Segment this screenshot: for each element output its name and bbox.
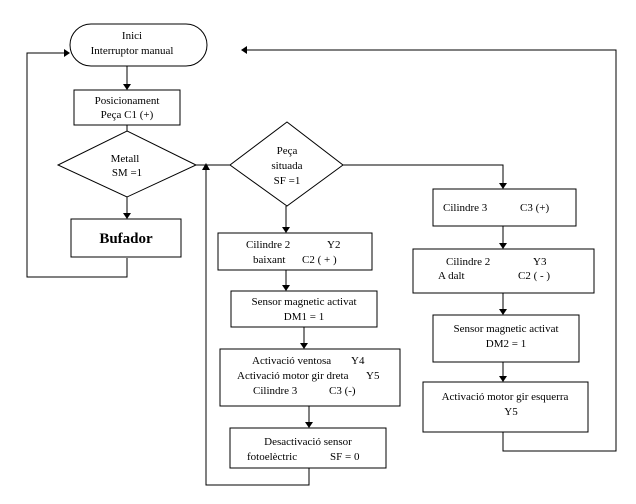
node-sensor-dm1: Sensor magnetic activat DM1 = 1 (230, 290, 378, 328)
node-cilindre3-mes: Cilindre 3 C3 (+) (432, 188, 577, 227)
posicionament-line2: Peça C1 (+) (101, 109, 154, 121)
arrowhead (499, 309, 507, 315)
peca-decision (229, 121, 344, 207)
cil3-mes-box (432, 188, 577, 227)
peca-line1: Peça (277, 145, 298, 157)
cil3-mes-line1a: Cilindre 3 (443, 202, 488, 214)
activacio-line1b: Y4 (351, 355, 365, 367)
cil2-baixant-line1a: Cilindre 2 (246, 239, 290, 251)
arrowhead (64, 49, 70, 57)
cil2-dalt-line1b: Y3 (533, 256, 547, 268)
node-gir-esquerra: Activació motor gir esquerra Y5 (422, 381, 589, 433)
connector-peca-cil3 (343, 164, 504, 183)
posicionament-box (73, 89, 181, 126)
start-line1: Inici (122, 30, 142, 42)
cil2-dalt-line2a: A dalt (438, 270, 465, 282)
start-terminator (69, 23, 208, 67)
node-metall: Metall SM =1 (56, 130, 198, 198)
sensor-dm2-line2: DM2 = 1 (486, 338, 526, 350)
arrowhead (499, 376, 507, 382)
arrowhead (300, 343, 308, 349)
activacio-line3b: C3 (-) (329, 385, 356, 397)
cil2-baixant-line2b: C2 ( + ) (302, 254, 337, 266)
cil2-dalt-box (412, 248, 595, 294)
arrowhead (499, 243, 507, 249)
gir-esquerra-line1: Activació motor gir esquerra (442, 391, 569, 403)
cil2-dalt-line1a: Cilindre 2 (446, 256, 490, 268)
bufador-box (70, 218, 182, 258)
node-desactivacio: Desactivació sensor fotoelèctric SF = 0 (229, 427, 387, 469)
desactivacio-line1: Desactivació sensor (264, 436, 352, 448)
arrowhead (202, 163, 210, 170)
sensor-dm1-box (230, 290, 378, 328)
desactivacio-box (229, 427, 387, 469)
connector-desactivacio-loop (205, 170, 310, 486)
sensor-dm1-line2: DM1 = 1 (284, 311, 324, 323)
arrowhead (305, 422, 313, 428)
node-sensor-dm2: Sensor magnetic activat DM2 = 1 (432, 314, 580, 363)
cil3-mes-line1b: C3 (+) (520, 202, 549, 214)
arrowhead (241, 46, 247, 54)
node-peca-situada: Peça situada SF =1 (229, 121, 344, 207)
sensor-dm2-line1: Sensor magnetic activat (453, 323, 558, 335)
bufador-label: Bufador (99, 231, 153, 247)
arrowhead (123, 213, 131, 219)
arrowhead (499, 183, 507, 189)
arrowhead (123, 84, 131, 90)
node-activacio-dreta: Activació ventosa Y4 Activació motor gir… (219, 348, 401, 407)
activacio-dreta-box (219, 348, 401, 407)
sensor-dm2-box (432, 314, 580, 363)
node-cilindre2-dalt: Cilindre 2 Y3 A dalt C2 ( - ) (412, 248, 595, 294)
sensor-dm1-line1: Sensor magnetic activat (251, 296, 356, 308)
connectors (26, 46, 617, 486)
node-posicionament: Posicionament Peça C1 (+) (73, 89, 181, 126)
activacio-line2b: Y5 (366, 370, 380, 382)
metall-line2: SM =1 (112, 167, 142, 179)
cil2-dalt-line2b: C2 ( - ) (518, 270, 550, 282)
connector-gir-loop (247, 49, 617, 452)
arrowhead (282, 227, 290, 233)
metall-line1: Metall (111, 153, 140, 165)
cil2-baixant-line1b: Y2 (327, 239, 340, 251)
peca-line3: SF =1 (274, 175, 301, 187)
desactivacio-line2b: SF = 0 (330, 451, 360, 463)
desactivacio-line2a: fotoelèctric (247, 451, 297, 463)
activacio-line1a: Activació ventosa (252, 355, 331, 367)
arrowhead (282, 285, 290, 291)
gir-esquerra-box (422, 381, 589, 433)
node-start: Inici Interruptor manual (69, 23, 208, 67)
activacio-line2a: Activació motor gir dreta (237, 370, 349, 382)
start-line2: Interruptor manual (91, 45, 174, 57)
connector-bufador-loop (26, 52, 128, 278)
gir-esquerra-line2: Y5 (504, 406, 518, 418)
node-cilindre2-baixant: Cilindre 2 Y2 baixant C2 ( + ) (217, 232, 373, 271)
peca-line2: situada (271, 160, 302, 172)
node-bufador: Bufador (70, 218, 182, 258)
cil2-baixant-box (217, 232, 373, 271)
metall-decision (56, 130, 198, 198)
activacio-line3a: Cilindre 3 (253, 385, 298, 397)
posicionament-line1: Posicionament (95, 95, 160, 107)
cil2-baixant-line2a: baixant (253, 254, 285, 266)
